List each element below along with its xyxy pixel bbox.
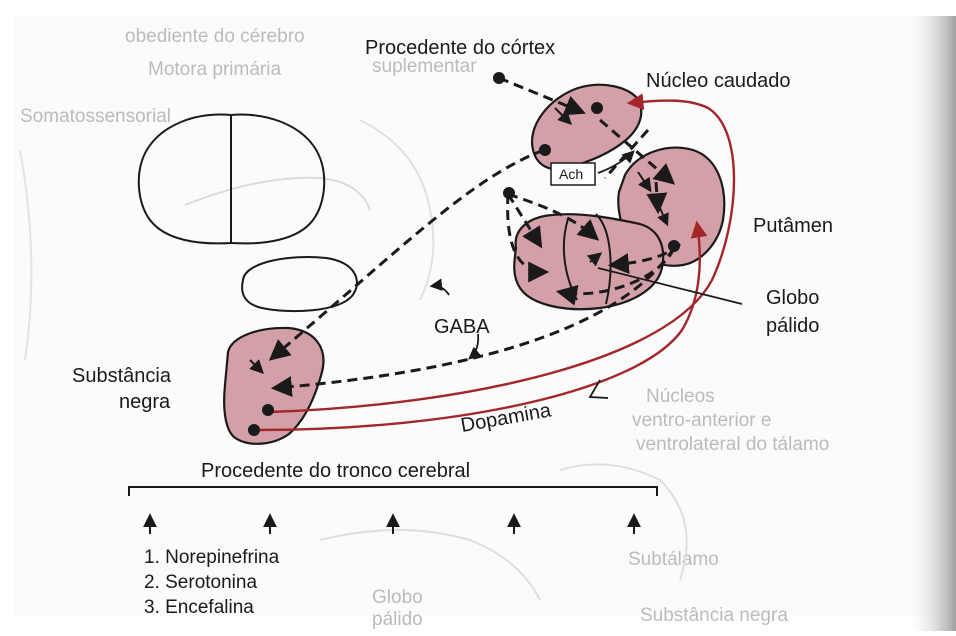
bg-text-5: ventro-anterior e: [632, 410, 771, 431]
globus-pallidus: [514, 214, 663, 309]
globus-label-line1: Globo: [766, 287, 819, 309]
bg-text-10: pálido: [372, 609, 423, 630]
page-edge-shadow: [905, 16, 956, 631]
neurotransmitter-3: 3. Encefalina: [144, 597, 254, 618]
bg-text-8: Substância negra: [640, 605, 788, 626]
brainstem-label: Procedente do tronco cerebral: [201, 460, 470, 482]
neurotransmitter-1: 1. Norepinefrina: [144, 547, 280, 568]
substantia-label-line2: negra: [119, 391, 171, 413]
bg-text-3: Somatossensorial: [20, 106, 171, 127]
ach-label-box: Ach: [551, 163, 595, 185]
caudate-label: Núcleo caudado: [646, 70, 791, 92]
bg-text-9: Globo: [372, 587, 423, 608]
putamen-label: Putâmen: [753, 215, 833, 237]
gaba-label: GABA: [434, 316, 490, 338]
neurotransmitter-2: 2. Serotonina: [144, 572, 257, 593]
bg-text-2: suplementar: [372, 56, 477, 77]
globus-label-line2: pálido: [766, 315, 819, 337]
bg-text-7: Subtálamo: [628, 549, 719, 570]
ach-label: Ach: [559, 166, 583, 182]
bg-text-0: obediente do cérebro: [125, 26, 305, 47]
bg-text-1: Motora primária: [148, 59, 281, 80]
bg-text-6: ventrolateral do tálamo: [636, 434, 829, 455]
bg-text-4: Núcleos: [646, 386, 715, 407]
substantia-label-line1: Substância: [72, 365, 172, 387]
cortex-label: Procedente do córtex: [365, 37, 555, 59]
